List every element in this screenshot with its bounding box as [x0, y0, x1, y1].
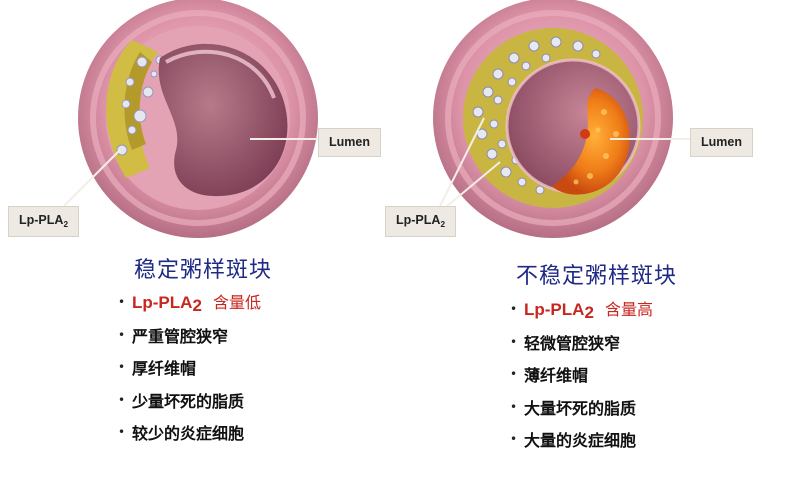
bullet: • — [510, 334, 518, 349]
list-item: •少量坏死的脂质 — [118, 391, 245, 411]
bullet: • — [510, 302, 518, 317]
lumen-label-left: Lumen — [318, 128, 381, 157]
unstable-plaque-artery — [433, 0, 673, 238]
list-item: •大量的炎症细胞 — [510, 431, 637, 451]
list-item: •大量坏死的脂质 — [510, 398, 637, 418]
lipid-droplets-ring — [472, 36, 601, 195]
unstable-plaque-title: 不稳定粥样斑块 — [516, 264, 678, 289]
pointer-lines — [63, 117, 690, 213]
lumen-label-right: Lumen — [690, 128, 753, 157]
list-item: •厚纤维帽 — [118, 359, 197, 379]
bullet: • — [510, 432, 518, 447]
feature-lp-pla2-level: • Lp-PLA2 含量低 — [118, 292, 262, 315]
list-item: •轻微管腔狭窄 — [510, 333, 621, 353]
lp-pla2-label-right: Lp-PLA2 — [385, 206, 457, 238]
bullet: • — [510, 367, 518, 382]
list-item: •薄纤维帽 — [510, 366, 589, 386]
bullet: • — [118, 425, 126, 440]
feature-lp-pla2-level: • Lp-PLA2 含量高 — [510, 299, 654, 322]
bullet: • — [118, 295, 126, 310]
bullet: • — [118, 327, 126, 342]
bullet: • — [118, 360, 126, 375]
stable-plaque-artery — [78, 0, 318, 238]
bullet: • — [118, 392, 126, 407]
lipid-droplets — [116, 55, 165, 156]
stable-plaque-features: • Lp-PLA2 含量低 •严重管腔狭窄 •厚纤维帽 •少量坏死的脂质 •较少… — [118, 286, 261, 449]
list-item: •较少的炎症细胞 — [118, 424, 245, 444]
lp-pla2-label-left: Lp-PLA2 — [8, 206, 80, 238]
stable-plaque-title: 稳定粥样斑块 — [134, 258, 273, 283]
list-item: •严重管腔狭窄 — [118, 326, 229, 346]
bullet: • — [510, 399, 518, 414]
unstable-plaque-features: • Lp-PLA2 含量高 •轻微管腔狭窄 •薄纤维帽 •大量坏死的脂质 •大量… — [510, 293, 653, 456]
